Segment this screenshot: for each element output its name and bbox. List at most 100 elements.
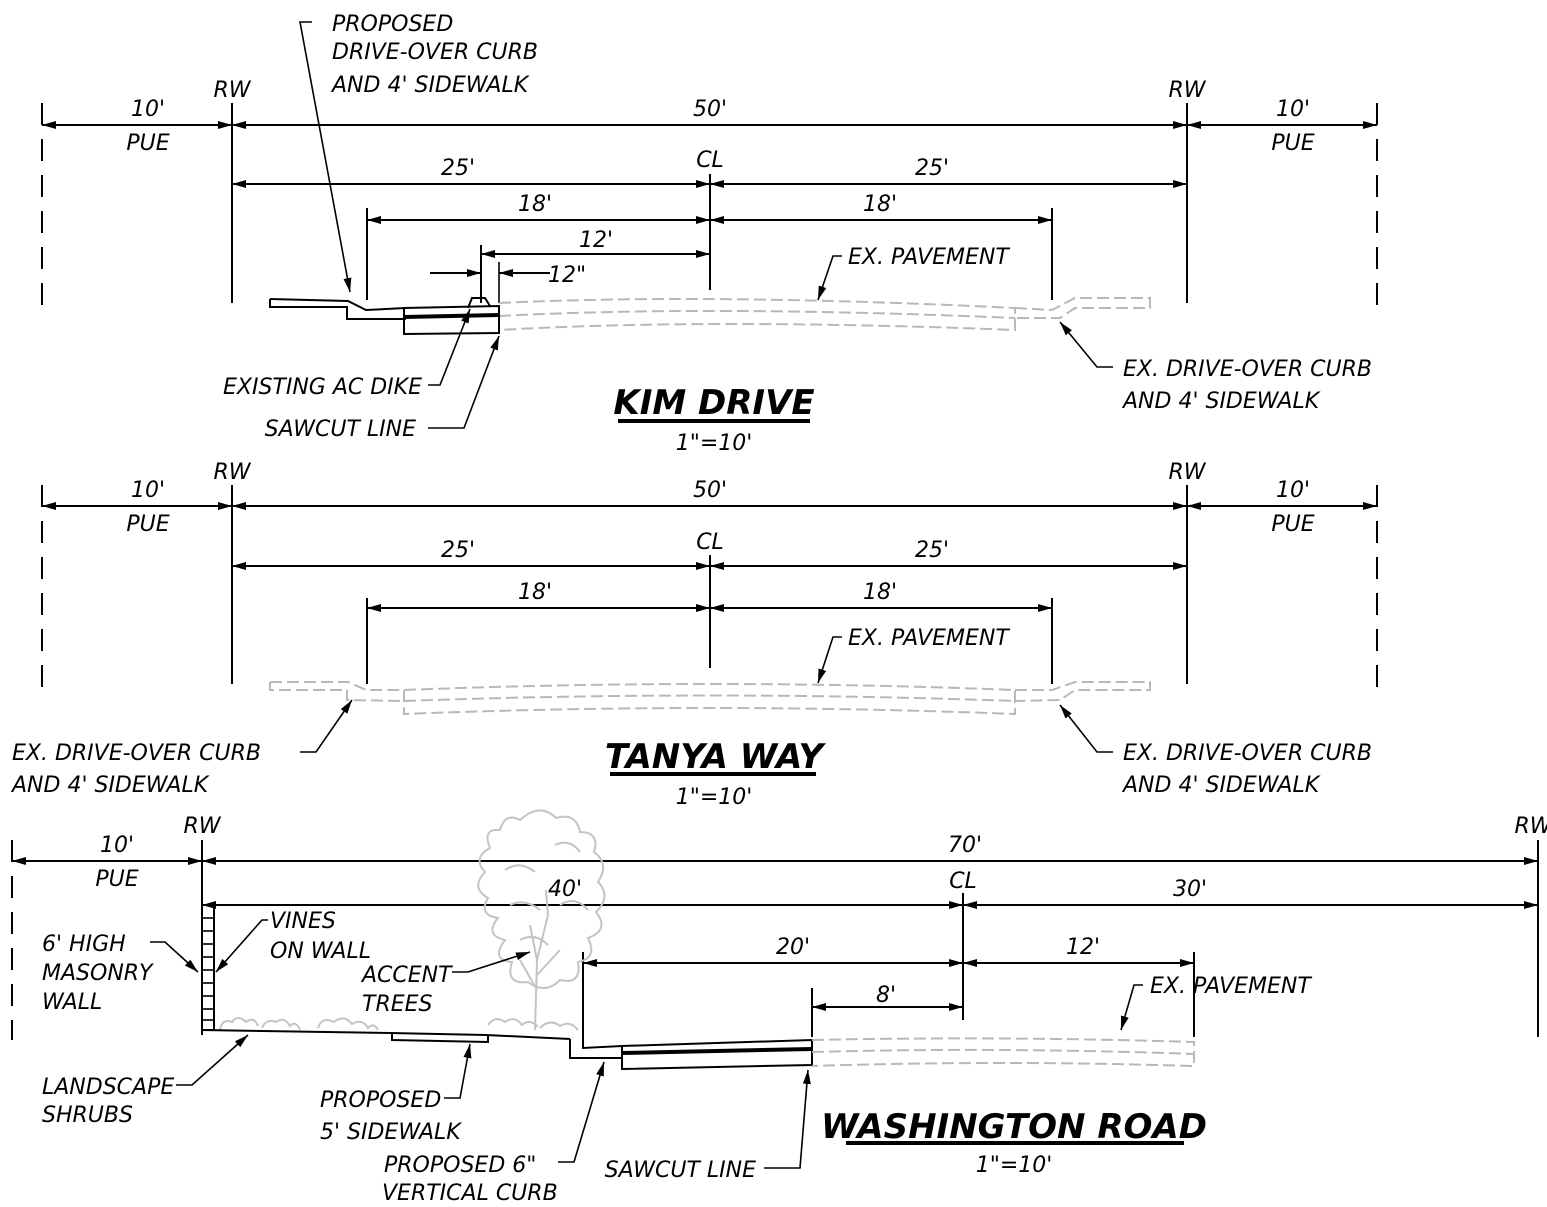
dim-row-value: 50' [693, 97, 727, 122]
wall-callout-2: MASONRY [42, 961, 154, 986]
dim-curb-right-value: 18' [863, 192, 897, 217]
wall-leader [150, 941, 199, 973]
ex-curb-left-leader [300, 699, 353, 753]
ex-pavement-leader [817, 636, 842, 684]
proposed-curb-callout-3: AND 4' SIDEWALK [330, 73, 530, 98]
vines-callout-2: ON WALL [270, 939, 371, 964]
sawcut-callout: SAWCUT LINE [265, 417, 416, 442]
existing-curb-left [269, 681, 405, 702]
proposed-curb-callout-1: PROPOSED [332, 12, 453, 37]
shrubs-callout-2: SHRUBS [42, 1103, 133, 1128]
ex-curb-right-leader [1059, 704, 1113, 753]
tanya-way-title: TANYA WAY [605, 737, 827, 777]
proposed-pavement [403, 304, 500, 336]
rw-left-label: RW [183, 814, 221, 839]
cl-label: CL [696, 530, 724, 555]
existing-curb-right [1014, 681, 1151, 702]
ex-pavement-leader [817, 255, 842, 301]
masonry-wall [201, 904, 215, 1031]
ex-curb-right-callout-2: AND 4' SIDEWALK [1121, 389, 1321, 414]
landscape-shrubs-icon [219, 1017, 379, 1031]
sawcut-callout: SAWCUT LINE [605, 1158, 756, 1183]
proposed-sidewalk-bottom [269, 299, 406, 320]
proposed-sidewalk [391, 1034, 489, 1044]
vines-callout-1: VINES [270, 909, 336, 934]
proposed-pavement-surface [403, 313, 500, 319]
existing-pavement-base [811, 1048, 1195, 1055]
sawcut-leader [428, 335, 500, 429]
sidewalk-leader [444, 1043, 472, 1099]
ex-curb-right-callout-1: EX. DRIVE-OVER CURB [1123, 741, 1372, 766]
kim-drive-section: 10' PUE RW 50' RW 10' PUE 25' CL 25' 18'… [41, 12, 1378, 456]
existing-dike-callout: EXISTING AC DIKE [223, 375, 422, 400]
dim-curb-left-value: 18' [518, 192, 552, 217]
dim-pue-left-value: 10' [100, 833, 134, 858]
ex-pavement-label: EX. PAVEMENT [848, 245, 1010, 270]
existing-pavement [403, 683, 1016, 716]
dim-sawcut-value: 8' [876, 983, 896, 1008]
dim-dike-value: 12" [548, 263, 586, 288]
curb-callout-1: PROPOSED 6" [384, 1153, 536, 1178]
pue-right-label: PUE [1271, 131, 1314, 156]
washington-road-section: 10' PUE RW 70' RW 40' CL 30' 20' 12' 8' [11, 809, 1547, 1206]
dim-curb-right-value: 18' [863, 580, 897, 605]
proposed-vertical-curb [569, 1039, 623, 1059]
dim-pue-right-value: 10' [1276, 97, 1310, 122]
accent-tree-icon [477, 809, 606, 1031]
proposed-pavement-surface [621, 1047, 813, 1055]
trees-callout-2: TREES [362, 992, 433, 1017]
dim-curb-left-value: 18' [518, 580, 552, 605]
curb-callout-2: VERTICAL CURB [382, 1181, 558, 1206]
ex-curb-right-leader [1059, 321, 1113, 368]
wall-callout-1: 6' HIGH [42, 932, 126, 957]
pue-left-label: PUE [126, 131, 169, 156]
shrubs-callout-1: LANDSCAPE [42, 1075, 174, 1100]
proposed-pavement [621, 1038, 813, 1071]
rw-right-label: RW [1168, 460, 1206, 485]
dim-pue-left-value: 10' [131, 478, 165, 503]
cl-label: CL [949, 869, 977, 894]
ex-pavement-leader [1120, 984, 1143, 1031]
pue-right-label: PUE [1271, 512, 1314, 537]
dim-half-left-value: 25' [441, 156, 475, 181]
pue-left-label: PUE [126, 512, 169, 537]
dim-pue-right-value: 10' [1276, 478, 1310, 503]
existing-ac-dike [467, 297, 491, 309]
dim-half-right-value: 25' [915, 538, 949, 563]
shrubs-leader [176, 1034, 249, 1086]
proposed-sidewalk [269, 298, 407, 312]
existing-dike-leader [428, 308, 471, 386]
sidewalk-callout-1: PROPOSED [320, 1088, 441, 1113]
dim-row-value: 70' [948, 833, 982, 858]
dim-pue-left-value: 10' [131, 97, 165, 122]
rw-right-label: RW [1514, 814, 1547, 839]
existing-pavement [498, 298, 1016, 332]
existing-curb-right [1014, 297, 1151, 319]
trees-callout-1: ACCENT [360, 963, 453, 988]
curb-leader [558, 1061, 605, 1163]
ex-curb-left-callout-2: AND 4' SIDEWALK [10, 773, 210, 798]
vines-leader [215, 919, 268, 973]
rw-right-label: RW [1168, 78, 1206, 103]
pue-left-label: PUE [95, 867, 138, 892]
dim-row-value: 50' [693, 478, 727, 503]
proposed-curb-callout-2: DRIVE-OVER CURB [332, 40, 538, 65]
tanya-way-section: 10' PUE RW 50' RW 10' PUE 25' CL 25' 18'… [10, 460, 1378, 810]
kim-drive-scale: 1"=10' [676, 431, 753, 456]
dim-half-left-value: 40' [548, 877, 582, 902]
ex-pavement-label: EX. PAVEMENT [1150, 974, 1312, 999]
ex-curb-right-callout-1: EX. DRIVE-OVER CURB [1123, 357, 1372, 382]
dim-curb-left-value: 20' [776, 935, 810, 960]
cl-label: CL [696, 148, 724, 173]
tanya-way-scale: 1"=10' [676, 785, 753, 810]
dim-sawcut-value: 12' [579, 228, 613, 253]
sidewalk-callout-2: 5' SIDEWALK [320, 1120, 462, 1145]
dim-half-left-value: 25' [441, 538, 475, 563]
ex-curb-left-callout-1: EX. DRIVE-OVER CURB [12, 741, 261, 766]
existing-pavement-base [498, 309, 1016, 319]
existing-pavement-base [403, 694, 1016, 702]
proposed-curb-leader [299, 21, 352, 293]
kim-drive-title: KIM DRIVE [613, 383, 814, 423]
dim-half-right-value: 30' [1173, 877, 1207, 902]
